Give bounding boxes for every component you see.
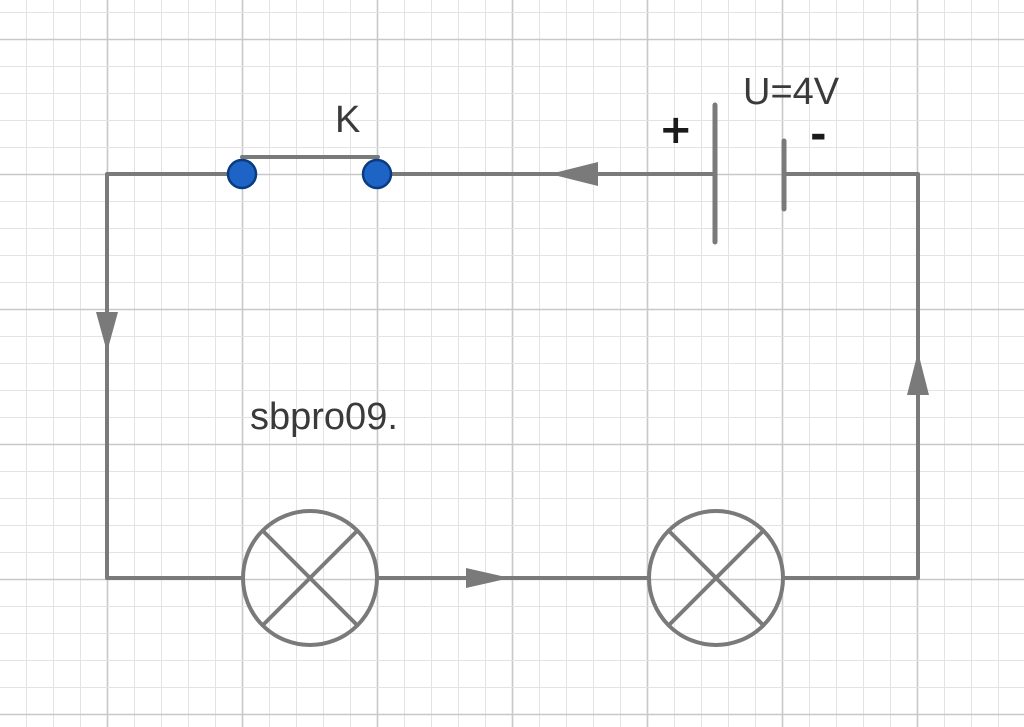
switch-label: K (335, 99, 360, 141)
lamp-right (647, 509, 785, 647)
current-arrows (96, 162, 929, 588)
wire-left (105, 172, 244, 580)
arrow-bottom-right (466, 568, 510, 588)
battery-voltage-label: U=4V (743, 71, 840, 113)
battery-minus-sign: - (810, 112, 827, 158)
lamp-left (241, 509, 379, 647)
lamp-right-circle (647, 509, 785, 647)
lamp-left-circle (241, 509, 379, 647)
arrow-right-up (907, 352, 929, 395)
switch-terminal-right (361, 158, 393, 190)
battery (712, 102, 787, 245)
switch-terminal-left (226, 158, 258, 190)
arrow-top-left (550, 162, 598, 186)
lamp-right-cross-b (667, 529, 765, 627)
watermark-text: sbpro09. (250, 396, 398, 438)
wire-top-right (783, 172, 920, 580)
switch-terminals (226, 158, 393, 190)
arrow-left-down (96, 312, 118, 352)
battery-plus-sign: + (659, 107, 693, 153)
lamp-left-cross-b (261, 529, 359, 627)
